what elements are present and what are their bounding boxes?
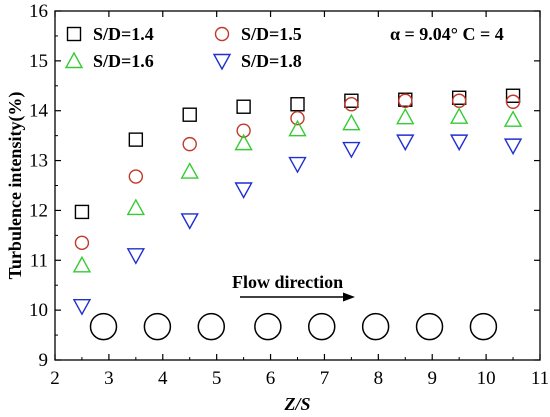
data-point-series-3	[449, 107, 469, 124]
legend-label-4: S/D=1.8	[241, 51, 302, 71]
flow-direction-label: Flow direction	[232, 272, 343, 292]
cylinder	[415, 312, 444, 341]
legend-label-1: S/D=1.4	[93, 24, 154, 44]
y-tick-label: 15	[29, 51, 48, 72]
data-point-series-1	[236, 99, 251, 114]
legend-label-3: S/D=1.6	[93, 51, 154, 71]
x-tick-label: 5	[212, 368, 222, 389]
x-tick-label: 2	[50, 368, 60, 389]
data-point-series-2	[451, 93, 467, 108]
x-tick-label: 9	[427, 368, 437, 389]
y-tick-label: 16	[29, 1, 48, 22]
y-axis: 9 10 11 12 13 14 15 16	[29, 1, 540, 371]
data-point-series-4	[288, 156, 307, 174]
cylinder	[469, 312, 498, 341]
parameter-annotation: α = 9.04° C = 4	[390, 24, 504, 44]
cylinder	[254, 312, 282, 341]
data-point-series-1	[182, 107, 197, 122]
data-point-series-1	[505, 88, 521, 103]
x-tick-label: 8	[374, 368, 384, 389]
data-point-series-2	[290, 110, 305, 126]
y-tick-label: 9	[39, 350, 49, 371]
data-point-series-4	[72, 298, 92, 316]
cylinder	[89, 312, 118, 341]
legend: S/D=1.4 S/D=1.5S/D=1.6 S/D=1.8	[64, 24, 302, 71]
cylinder	[143, 312, 172, 341]
cylinder	[197, 312, 226, 341]
data-point-series-2	[182, 136, 197, 152]
x-tick-label: 10	[477, 368, 496, 389]
data-point-series-3	[180, 162, 199, 179]
data-point-series-3	[234, 133, 253, 151]
y-tick-label: 12	[29, 200, 48, 221]
data-point-series-4	[396, 134, 415, 152]
data-point-series-1	[451, 90, 467, 105]
data-point-series-3	[126, 198, 146, 216]
data-point-series-2	[236, 123, 251, 138]
x-tick-label: 3	[104, 368, 114, 389]
data-markers	[72, 88, 523, 316]
data-point-series-3	[396, 107, 415, 125]
legend-label-2: S/D=1.5	[241, 24, 302, 44]
flow-annotation: Flow direction	[232, 272, 355, 302]
flow-arrow-head	[343, 292, 355, 302]
y-tick-label: 10	[29, 300, 48, 321]
x-axis-title: Z/S	[283, 394, 310, 414]
x-tick-label: 7	[320, 368, 330, 389]
legend-marker-3	[64, 51, 84, 69]
x-tick-label: 6	[266, 368, 276, 389]
data-point-series-2	[505, 94, 521, 109]
data-point-series-1	[128, 132, 144, 147]
data-point-series-3	[342, 113, 361, 131]
cylinder-array	[89, 312, 498, 341]
legend-marker-2	[214, 26, 230, 42]
data-point-series-1	[344, 93, 359, 108]
data-point-series-4	[234, 182, 253, 199]
data-point-series-2	[128, 169, 144, 184]
y-tick-label: 14	[29, 101, 49, 122]
data-point-series-3	[72, 255, 92, 273]
legend-marker-1	[66, 26, 82, 42]
cylinder	[308, 312, 336, 341]
data-point-series-2	[344, 97, 359, 112]
y-axis-title: Turbulence intensity(%)	[5, 92, 26, 280]
data-point-series-1	[74, 204, 90, 220]
y-tick-label: 11	[30, 250, 48, 271]
x-tick-label: 4	[158, 368, 168, 389]
cylinder	[361, 312, 390, 341]
x-axis: 2 3 4 5 6 7 8 9 10 11	[50, 11, 549, 389]
data-point-series-2	[398, 93, 413, 108]
legend-marker-4	[212, 53, 232, 71]
data-point-series-3	[288, 119, 307, 137]
data-point-series-4	[449, 134, 469, 152]
data-point-series-1	[290, 97, 305, 112]
x-tick-label: 11	[531, 368, 549, 389]
data-point-series-3	[503, 110, 523, 127]
y-tick-label: 13	[29, 151, 48, 172]
data-point-series-4	[126, 248, 146, 265]
data-point-series-4	[342, 141, 361, 159]
data-point-series-4	[180, 213, 199, 230]
data-point-series-2	[74, 235, 90, 251]
data-point-series-4	[503, 138, 523, 156]
